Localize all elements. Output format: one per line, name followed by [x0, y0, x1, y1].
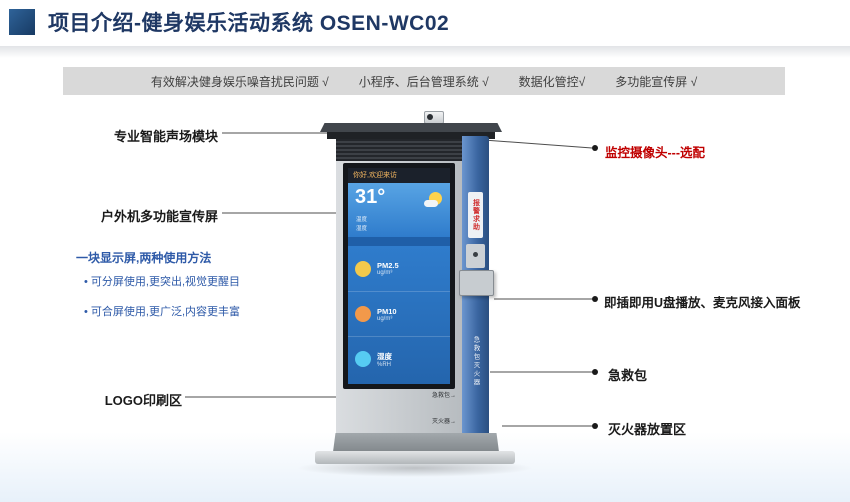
air-item-unit: ug/m³ — [377, 315, 393, 322]
features-bar: 有效解决健身娱乐噪音扰民问题 √ 小程序、后台管理系统 √ 数据化管控√ 多功能… — [63, 67, 785, 95]
air-quality-item: 湿度 %RH — [348, 336, 450, 381]
base-tag-extinguisher: 灭火器→ — [431, 419, 456, 425]
camera-lens-icon — [427, 114, 433, 120]
air-item-unit: %RH — [377, 361, 392, 368]
humidity-icon — [355, 351, 371, 367]
alarm-unit — [466, 244, 485, 268]
connector-dot — [592, 369, 598, 375]
alarm-help-text: 报警求助 — [472, 199, 480, 231]
kiosk-canopy — [320, 123, 502, 132]
feature-item: 小程序、后台管理系统 √ — [358, 74, 489, 89]
kiosk-canopy-underside — [327, 132, 495, 139]
label-camera: 监控摄像头---选配 — [605, 146, 705, 160]
weather-sub-label: 温度 — [356, 217, 368, 223]
page-title: 项目介绍-健身娱乐活动系统 OSEN-WC02 — [48, 12, 450, 35]
air-item-label: PM2.5 — [377, 261, 399, 270]
connector-dot — [592, 296, 598, 302]
alarm-help-label: 报警求助 — [468, 192, 483, 238]
pm25-icon — [355, 260, 371, 277]
kiosk-base-plate — [315, 451, 515, 464]
kiosk-screen: 你好,欢迎来访 31° 温度 湿度 PM2.5 ug/m³ — [348, 168, 450, 384]
label-sound-module: 专业智能声场模块 — [113, 129, 218, 144]
air-quality-item: PM10 ug/m³ — [348, 291, 450, 336]
screen-divider-strip — [348, 237, 450, 246]
label-extinguisher: 灭火器放置区 — [608, 422, 687, 437]
usage-bullet-item: 可合屏使用,更广泛,内容更丰富 — [84, 303, 240, 319]
feature-item: 数据化管控√ — [518, 74, 586, 89]
label-logo-area: LOGO印刷区 — [104, 393, 182, 408]
air-quality-item: PM2.5 ug/m³ — [348, 246, 450, 291]
label-usb-panel: 即插即用U盘播放、麦克风接入面板 — [604, 296, 801, 310]
weather-sub-label: 湿度 — [356, 226, 368, 232]
temperature-value: 31° — [355, 186, 386, 208]
cloud-icon — [424, 200, 438, 207]
pm10-icon — [355, 306, 371, 322]
label-usage-title: 一块显示屏,两种使用方法 — [76, 251, 212, 265]
feature-item: 有效解决健身娱乐噪音扰民问题 √ — [150, 74, 329, 89]
air-quality-list: PM2.5 ug/m³ PM10 ug/m³ 湿度 %RH — [348, 246, 450, 384]
cctv-camera-icon — [424, 111, 444, 124]
feature-item: 多功能宣传屏 √ — [615, 74, 698, 89]
label-first-aid: 急救包 — [608, 368, 648, 383]
air-item-unit: ug/m³ — [377, 270, 393, 276]
screen-greeting: 你好,欢迎来访 — [348, 168, 450, 183]
usb-mic-panel — [459, 270, 494, 296]
title-bullet-icon — [9, 9, 35, 35]
connector-dot — [592, 423, 598, 429]
connector-dot — [592, 145, 598, 151]
base-tag-first-aid: 急救包→ — [431, 393, 456, 399]
label-outdoor-screen: 户外机多功能宣传屏 — [100, 209, 218, 224]
kiosk-pedestal — [333, 433, 499, 452]
screen-weather-panel: 31° 温度 湿度 — [348, 183, 450, 237]
air-item-label: 湿度 — [377, 351, 392, 361]
alarm-button-icon — [473, 252, 478, 257]
usage-bullet-item: 可分屏使用,更突出,视觉更醒目 — [84, 273, 240, 289]
speaker-grille — [336, 139, 462, 161]
air-item-label: PM10 — [377, 306, 397, 316]
storage-compartment-label: 急救包灭火器 — [472, 336, 479, 387]
title-divider — [0, 46, 850, 58]
